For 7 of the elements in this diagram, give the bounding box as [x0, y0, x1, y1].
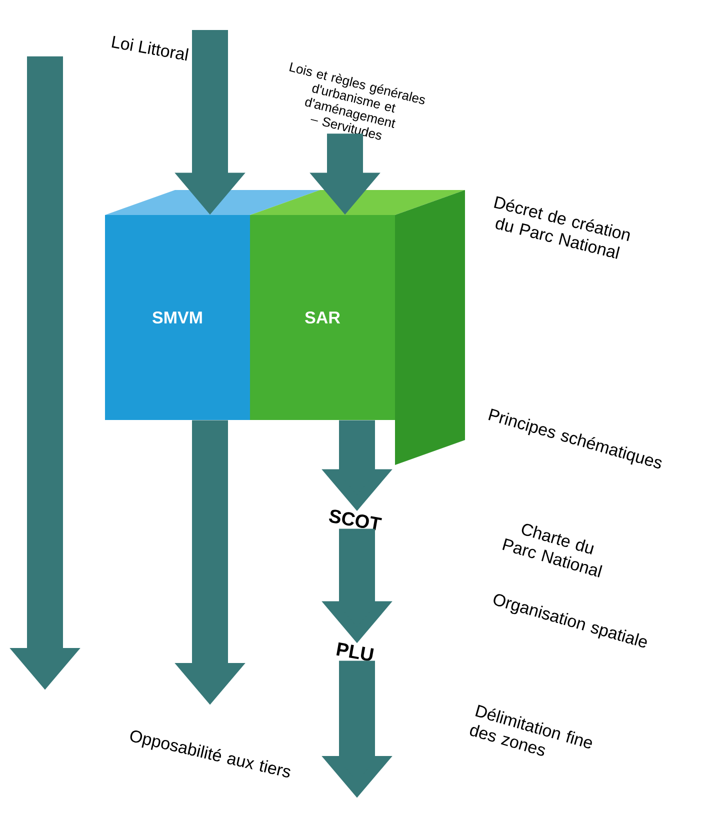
annotation: Charte du Parc National — [502, 524, 602, 578]
block-face: SAR — [250, 215, 395, 420]
plan-label: PLU — [336, 642, 374, 661]
block-face: SMVM — [105, 215, 250, 420]
annotation: Décret de création du Parc National — [494, 196, 630, 259]
plan-label: SCOT — [329, 510, 382, 530]
arrow-label: Loi Littoral — [112, 36, 189, 61]
